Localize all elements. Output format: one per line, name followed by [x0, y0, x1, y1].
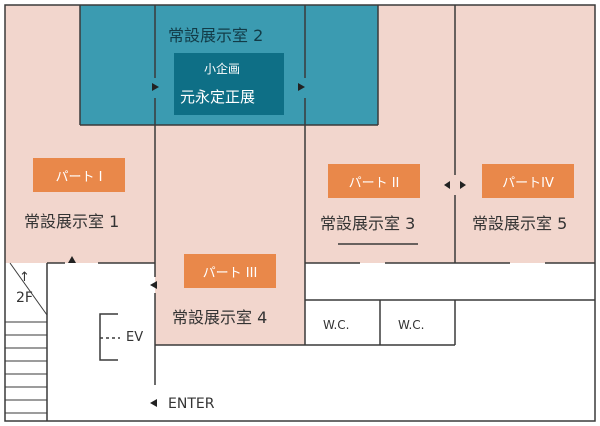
stairs-area [5, 263, 47, 421]
arrow-right-icon [298, 83, 305, 91]
double-arrow-icon [460, 181, 466, 189]
room3-part-badge: パート II [328, 164, 420, 198]
wc-left-label: W.C. [323, 318, 350, 332]
stairs-floor-label: 2F [16, 290, 33, 306]
double-arrow-icon [444, 181, 450, 189]
special-exhibit-tag: 小企画 [204, 62, 241, 76]
room-fills [5, 5, 595, 421]
elevator [99, 313, 120, 361]
room2-name: 常設展示室 2 [168, 26, 264, 45]
wc-right-label: W.C. [398, 318, 425, 332]
arrow-left-icon [150, 399, 157, 407]
entrance-label: ENTER [168, 396, 215, 412]
arrow-up-icon [68, 256, 76, 263]
room3-name: 常設展示室 3 [320, 214, 416, 233]
room5-part-badge: パートIV [482, 164, 574, 198]
elevator-label: EV [126, 330, 144, 345]
stair-diagonal [9, 262, 48, 316]
walls [4, 4, 596, 422]
special-exhibit-label-bg [174, 53, 284, 115]
room4-part-badge: パート III [184, 254, 276, 288]
room1-name: 常設展示室 1 [24, 212, 120, 231]
room5-area [455, 5, 595, 263]
stairs [5, 262, 48, 414]
elevator-shaft [99, 313, 118, 361]
room4-area [155, 125, 305, 345]
room1-part-badge: パート I [33, 158, 125, 192]
arrows [68, 83, 466, 407]
special-exhibit-title: 元永定正展 [180, 88, 256, 106]
arrow-right-icon [152, 83, 159, 91]
room4-name: 常設展示室 4 [172, 308, 268, 327]
room5-name: 常設展示室 5 [472, 214, 568, 233]
outer-wall [4, 4, 596, 422]
stairs-up-arrow: ↑ [19, 270, 30, 285]
arrow-left-icon [150, 281, 157, 289]
